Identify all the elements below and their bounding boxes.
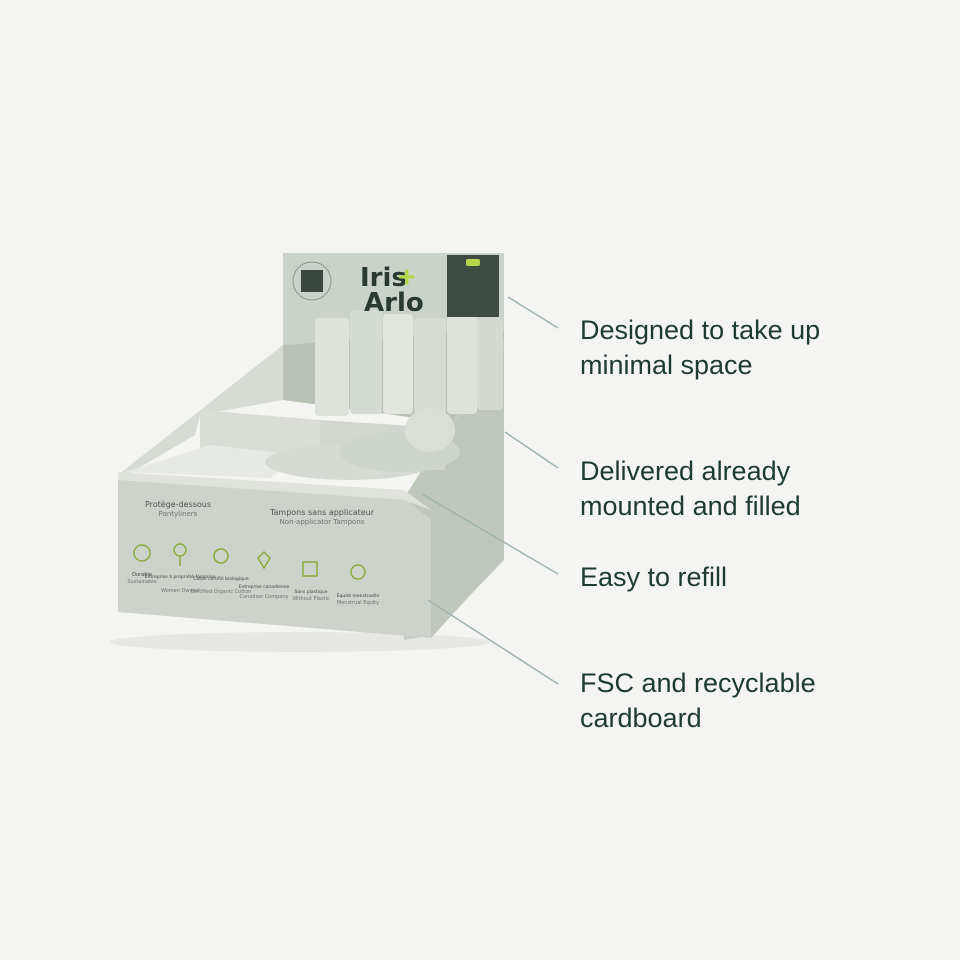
svg-text:Sustainable: Sustainable: [127, 579, 156, 585]
feature-organic-cotton: Coton certifié biologique Certified Orga…: [191, 548, 252, 595]
svg-text:Without Plastic: Without Plastic: [292, 596, 330, 602]
feature-without-plastic: Sans plastique Without Plastic: [292, 561, 330, 602]
left-section-subtitle: Pantyliners: [159, 510, 198, 518]
tampon-wrappers-front: [265, 408, 460, 480]
leader-line-4: [427, 599, 559, 685]
leader-line-3: [421, 493, 559, 575]
callout-minimal-space: Designed to take up minimal space: [580, 315, 821, 380]
svg-text:Sans plastique: Sans plastique: [295, 589, 328, 595]
info-card-badge: [466, 259, 480, 266]
left-section-title: Protège-dessous: [145, 499, 211, 509]
callout-delivered-filled: Delivered already mounted and filled: [580, 456, 801, 521]
svg-text:Durable: Durable: [132, 572, 152, 578]
box-front-panel: [118, 478, 431, 638]
no-plastic-icon: [302, 561, 318, 577]
box-top-edge: [118, 472, 431, 510]
tampon-wrappers-back: [315, 310, 503, 416]
qr-code-icon: [301, 270, 323, 292]
brand-logo-line2: Arlo: [364, 288, 424, 318]
leader-line-2: [504, 431, 559, 469]
feature-menstrual-equity: Équité menstruelle Menstrual Equity: [337, 564, 380, 606]
svg-text:Équité menstruelle: Équité menstruelle: [337, 591, 380, 599]
feature-canadian: Entreprise canadienne Canadian Company: [239, 550, 290, 600]
callout-easy-refill: Easy to refill: [580, 562, 728, 592]
feature-sustainable: Durable Sustainable: [127, 544, 157, 585]
box-right-face: [404, 352, 504, 638]
floor-shadow: [110, 632, 490, 652]
feature-women-owned: Entreprise à propriété féminine Women Ow…: [145, 543, 216, 594]
right-section-subtitle: Non-applicator Tampons: [280, 518, 365, 526]
qr-badge-ring: [292, 261, 332, 301]
pantyliner-stack: [125, 445, 300, 478]
brand-logo-line1: Iris: [360, 263, 407, 293]
leader-line-1: [507, 296, 559, 329]
svg-text:Entreprise à propriété féminin: Entreprise à propriété féminine: [145, 573, 216, 580]
svg-text:Entreprise canadienne: Entreprise canadienne: [239, 584, 290, 590]
cotton-icon: [213, 548, 229, 564]
feature-row: Durable Sustainable Entreprise à proprié…: [127, 543, 380, 606]
equity-hand-icon: [350, 564, 366, 580]
callout-fsc-cardboard: FSC and recyclable cardboard: [580, 668, 816, 733]
globe-icon: [133, 544, 151, 562]
front-panel-print: Protège-dessous Pantyliners Tampons sans…: [127, 499, 379, 606]
right-section-title: Tampons sans applicateur: [269, 508, 375, 517]
leader-lines: [421, 296, 559, 685]
brand-plus-icon: +: [398, 261, 416, 294]
maple-leaf-icon: [257, 550, 271, 570]
svg-text:Menstrual Equity: Menstrual Equity: [337, 600, 379, 606]
svg-text:Coton certifié biologique: Coton certifié biologique: [193, 575, 249, 582]
brand-header: Iris Arlo +: [292, 255, 499, 318]
svg-text:Canadian Company: Canadian Company: [240, 594, 289, 600]
svg-text:Women Owned: Women Owned: [161, 588, 199, 594]
display-box: [118, 253, 504, 640]
svg-text:Certified Organic Cotton: Certified Organic Cotton: [191, 589, 252, 595]
